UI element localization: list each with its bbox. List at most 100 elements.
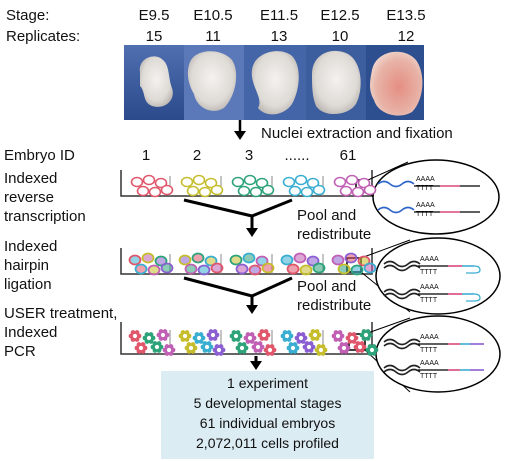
pcr-cluster-core [137, 344, 145, 352]
nucleus [331, 254, 345, 266]
rt-label-line: reverse [4, 189, 55, 206]
pcr-cluster-core [311, 331, 319, 339]
nucleus [255, 255, 269, 267]
embryo-id: ...... [284, 147, 310, 164]
pcr-cluster-core [334, 332, 342, 340]
stage-label: Stage: [6, 7, 50, 24]
nucleus [261, 262, 275, 274]
mrna-strand [383, 368, 421, 376]
nucleus [312, 184, 326, 196]
pcr-cluster-core [209, 331, 217, 339]
pcr-cluster-core [283, 332, 291, 340]
pcr-cluster-core [238, 344, 246, 352]
embryo-e9-5-image [139, 56, 173, 107]
embryo-id: 1 [141, 147, 151, 164]
nucleus [351, 186, 365, 198]
pcr-cluster-core [232, 332, 240, 340]
nucleus [282, 176, 296, 188]
rt-detail-ellipse [372, 159, 500, 235]
nucleus [160, 262, 174, 274]
pcr-cluster-core [266, 346, 274, 354]
pcr-cluster-core [131, 332, 139, 340]
nucleus [229, 254, 243, 266]
arrow-down-icon [246, 228, 258, 237]
nuclei-extraction-label: Nuclei extraction and fixation [261, 125, 453, 142]
nucleus [299, 264, 313, 276]
pool-label-line: redistribute [297, 297, 372, 314]
nucleus [249, 186, 263, 198]
nucleus [288, 185, 302, 197]
rt-label-line: Indexed [4, 170, 58, 187]
nucleus [350, 264, 364, 276]
embryo-e12-5-image [312, 50, 361, 115]
embryo-id: 61 [339, 147, 357, 164]
polya-label: AAAA [416, 202, 435, 209]
nucleus [235, 263, 249, 275]
nucleus [243, 174, 257, 186]
replicate-count: 12 [397, 28, 415, 45]
pcr-cluster-core [317, 346, 325, 354]
arrow-down-icon [250, 356, 262, 370]
nucleus [191, 252, 205, 264]
stage-name: E10.5 [193, 7, 233, 24]
nucleus [198, 186, 212, 198]
pool-arrow [183, 276, 293, 306]
summary-embryos: 61 individual embryos [199, 415, 336, 431]
pcr-cluster-core [215, 346, 223, 354]
replicate-count: 15 [145, 28, 163, 45]
nucleus [134, 263, 148, 275]
replicates-label: Replicates: [6, 28, 81, 45]
embryo-id: 3 [244, 147, 254, 164]
polyt-label: TTTT [420, 373, 438, 380]
ligation-label-line: ligation [4, 276, 52, 293]
nucleus [147, 264, 161, 276]
hairpin-loop [466, 265, 481, 274]
summary-stages: 5 developmental stages [193, 395, 342, 411]
nucleus [345, 174, 359, 186]
pcr-cluster-core [340, 344, 348, 352]
embryo-e11-5-image [251, 51, 299, 115]
pcr-cluster-core [368, 346, 376, 354]
pcr-cluster-core [159, 331, 167, 339]
pcr-label-line: USER treatment, [4, 305, 118, 322]
mrna-strand [383, 338, 421, 346]
nucleus [204, 255, 218, 267]
stage-name: E13.5 [386, 7, 426, 24]
pcr-cluster-core [203, 343, 211, 351]
ligation-label-line: hairpin [4, 257, 50, 274]
nucleus [231, 176, 245, 188]
rt-plate-row [120, 170, 373, 197]
nucleus [130, 176, 144, 188]
nucleus [344, 252, 358, 264]
nucleus [357, 255, 371, 267]
nucleus [294, 174, 308, 186]
arrow-down-icon [246, 305, 258, 314]
nucleus [210, 184, 224, 196]
summary-experiments: 1 experiment [227, 375, 308, 391]
nucleus [248, 264, 262, 276]
nucleus [357, 177, 371, 189]
nucleus [333, 176, 347, 188]
arrow-down-icon [234, 120, 246, 140]
embryo-id-label: Embryo ID [4, 147, 75, 164]
pcr-cluster-core [153, 343, 161, 351]
pcr-cluster-core [348, 334, 356, 342]
nucleus [255, 177, 269, 189]
nucleus [312, 262, 326, 274]
pcr-cluster-core [195, 334, 203, 342]
polya-label: AAAA [420, 256, 439, 263]
stage-name: E12.5 [320, 7, 360, 24]
nucleus [154, 255, 168, 267]
pool-label-line: redistribute [297, 226, 372, 243]
nucleus [186, 185, 200, 197]
pcr-cluster-core [260, 331, 268, 339]
pool-label-line: Pool and [297, 207, 357, 224]
nucleus [178, 254, 192, 266]
nucleus [128, 254, 142, 266]
replicate-count: 10 [331, 28, 349, 45]
